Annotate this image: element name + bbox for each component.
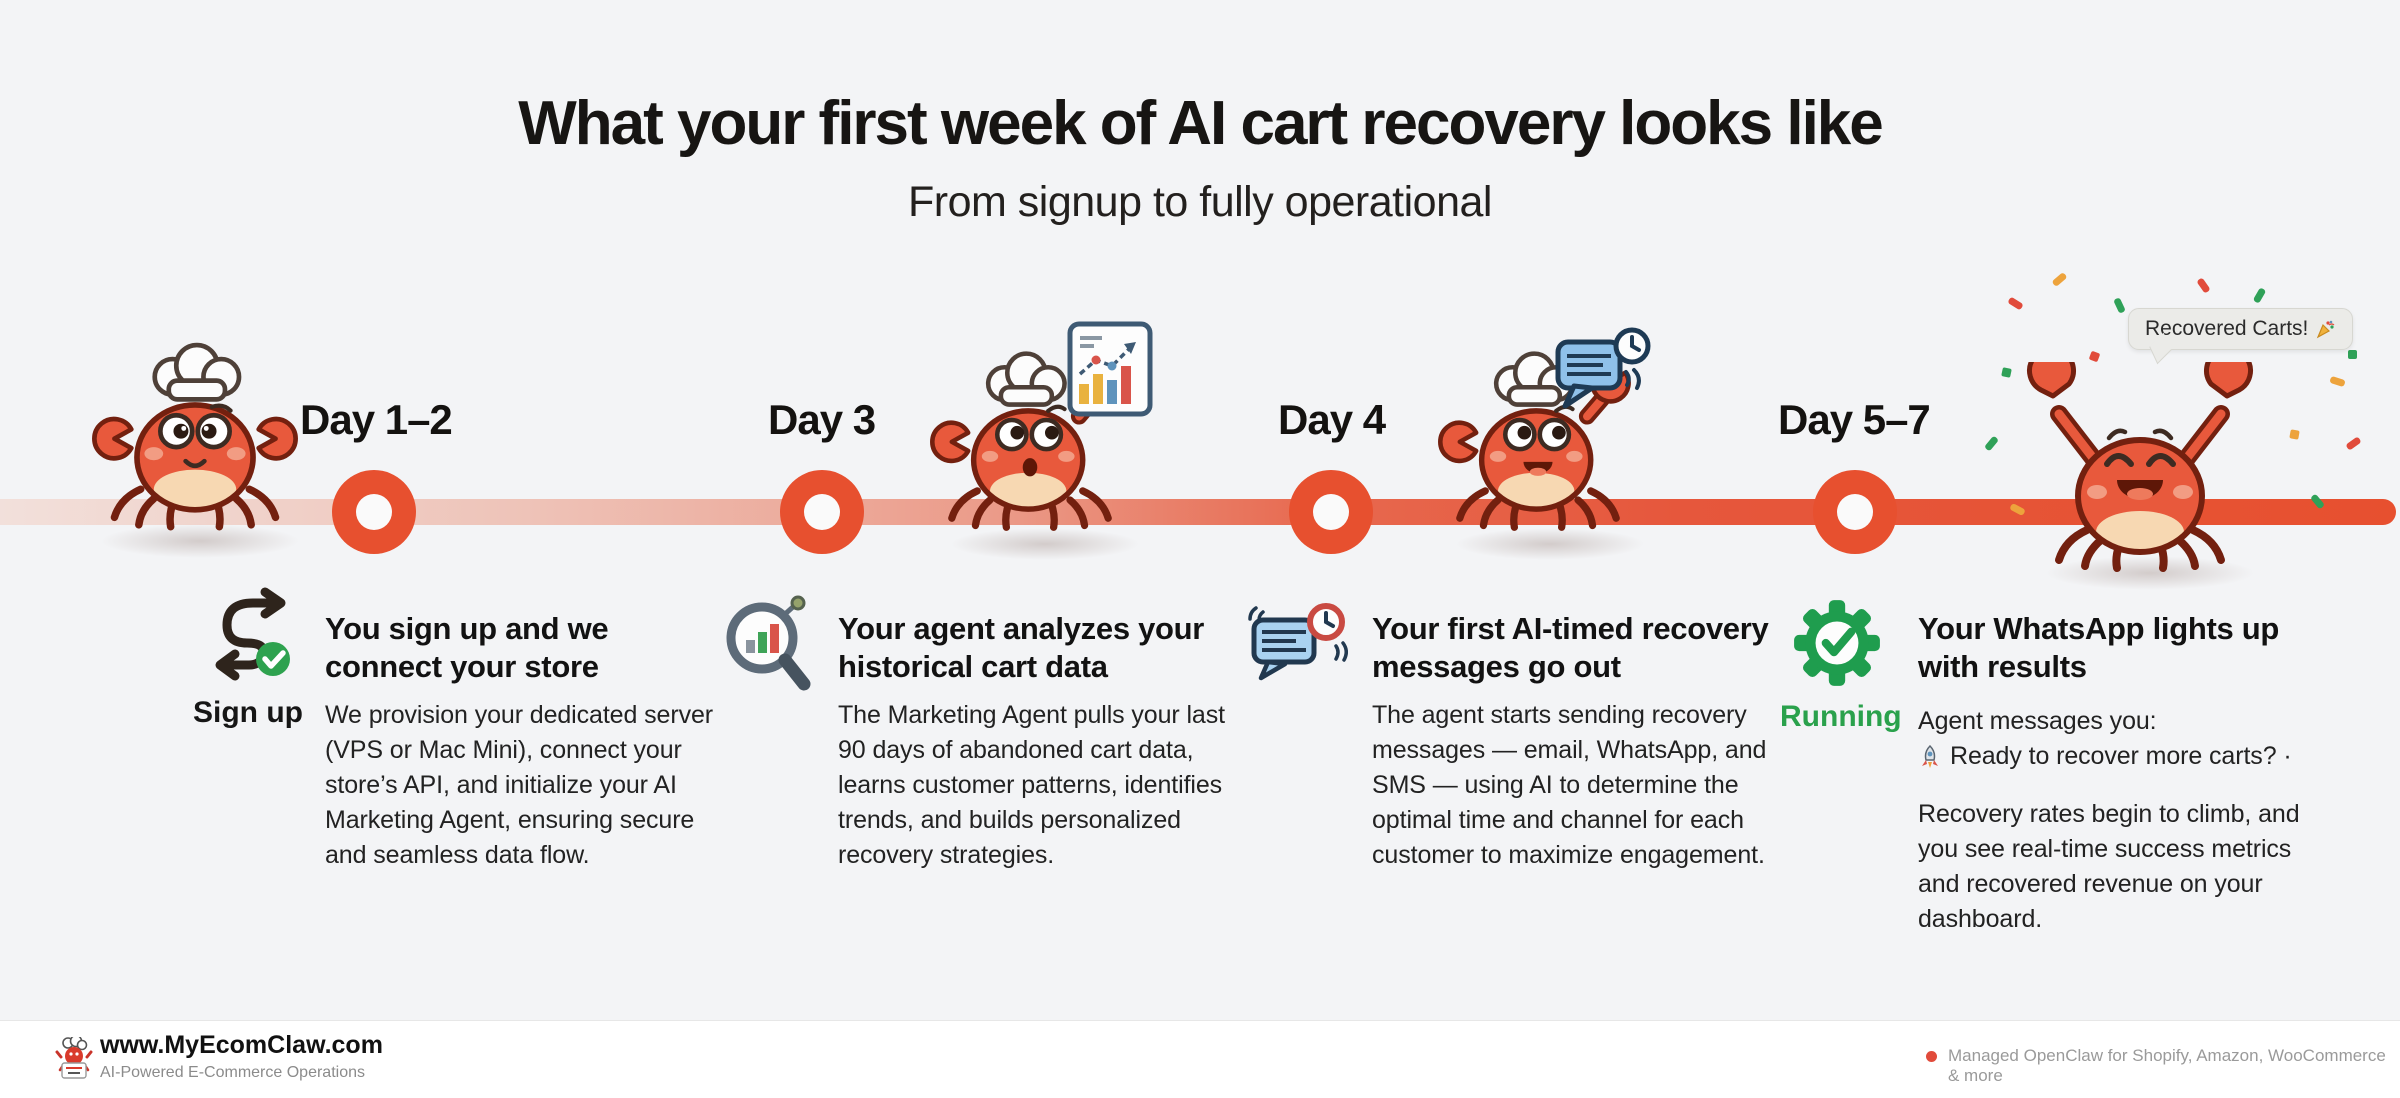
bullet-dot — [1926, 1051, 1937, 1062]
footer-tagline: AI-Powered E-Commerce Operations — [100, 1064, 365, 1081]
timeline-marker-day5-7 — [1813, 470, 1897, 554]
speech-bubble: Recovered Carts! — [2128, 308, 2354, 350]
party-popper-icon — [2317, 320, 2335, 339]
crab-shadow — [100, 524, 300, 558]
gear-check-icon — [1794, 600, 1880, 686]
step1-body: We provision your dedicated server (VPS … — [325, 701, 713, 869]
day-label-4: Day 4 — [1278, 396, 1386, 443]
timeline-marker-day3 — [780, 470, 864, 554]
timeline-marker-day1-2 — [332, 470, 416, 554]
confetti — [2088, 350, 2101, 363]
rocket-icon — [1922, 744, 1938, 768]
speech-bubble-text: Recovered Carts! — [2145, 317, 2309, 340]
day-label-5-7: Day 5–7 — [1778, 396, 1931, 443]
crab-shadow — [1455, 528, 1645, 560]
chef-crab-mascot-day1-2 — [92, 342, 298, 531]
agent-message-intro: Agent messages you: — [1918, 707, 2157, 735]
confetti — [2348, 350, 2357, 359]
brand-crab-logo — [55, 1037, 93, 1079]
confetti — [2001, 367, 2012, 378]
day-label-1-2: Day 1–2 — [300, 396, 453, 443]
step4-body: Agent messages you: Ready to recover mor… — [1918, 704, 2328, 937]
confetti — [2289, 429, 2300, 440]
footer-note: Managed OpenClaw for Shopify, Amazon, Wo… — [1948, 1046, 2386, 1085]
chef-hat-icon — [985, 351, 1067, 407]
footer-site-url: www.MyEcomClaw.com — [100, 1031, 383, 1059]
step3-body: The agent starts sending recovery messag… — [1372, 701, 1767, 869]
running-caption: Running — [1780, 700, 1902, 733]
signup-arrows-icon — [215, 587, 290, 681]
day-label-3: Day 3 — [768, 396, 876, 443]
step1-heading: You sign up and we connect your store — [325, 611, 609, 684]
confetti — [2252, 287, 2267, 304]
confetti — [2051, 271, 2068, 288]
step2-heading: Your agent analyzes your historical cart… — [838, 611, 1205, 684]
page-subtitle: From signup to fully operational — [908, 178, 1492, 226]
page-title: What your first week of AI cart recovery… — [518, 89, 1884, 158]
magnifier-chart-icon — [726, 595, 811, 691]
step2-body: The Marketing Agent pulls your last 90 d… — [838, 701, 1225, 869]
celebrating-crab-mascot-day5-7 — [2027, 362, 2253, 572]
signup-caption: Sign up — [193, 696, 303, 729]
chef-hat-icon — [152, 342, 242, 402]
confetti — [2113, 297, 2126, 314]
chat-clock-icon — [1248, 603, 1348, 681]
confetti — [2345, 436, 2362, 451]
confetti — [2196, 277, 2211, 294]
agent-message-quote: Ready to recover more carts? · — [1918, 739, 2328, 774]
growth-chart-panel-icon — [1067, 321, 1153, 417]
footer: www.MyEcomClaw.com AI-Powered E-Commerce… — [0, 1020, 2400, 1098]
confetti — [2007, 296, 2024, 311]
step4-body2: Recovery rates begin to climb, and you s… — [1918, 800, 2300, 933]
step4-heading: Your WhatsApp lights up with results — [1918, 611, 2280, 684]
chat-bubble-clock-prop-icon — [1555, 327, 1651, 409]
step3-heading: Your first AI-timed recovery messages go… — [1372, 611, 1769, 684]
timeline-marker-day4 — [1289, 470, 1373, 554]
crab-shadow — [950, 528, 1140, 560]
confetti — [1983, 435, 2000, 452]
confetti — [2329, 375, 2346, 388]
